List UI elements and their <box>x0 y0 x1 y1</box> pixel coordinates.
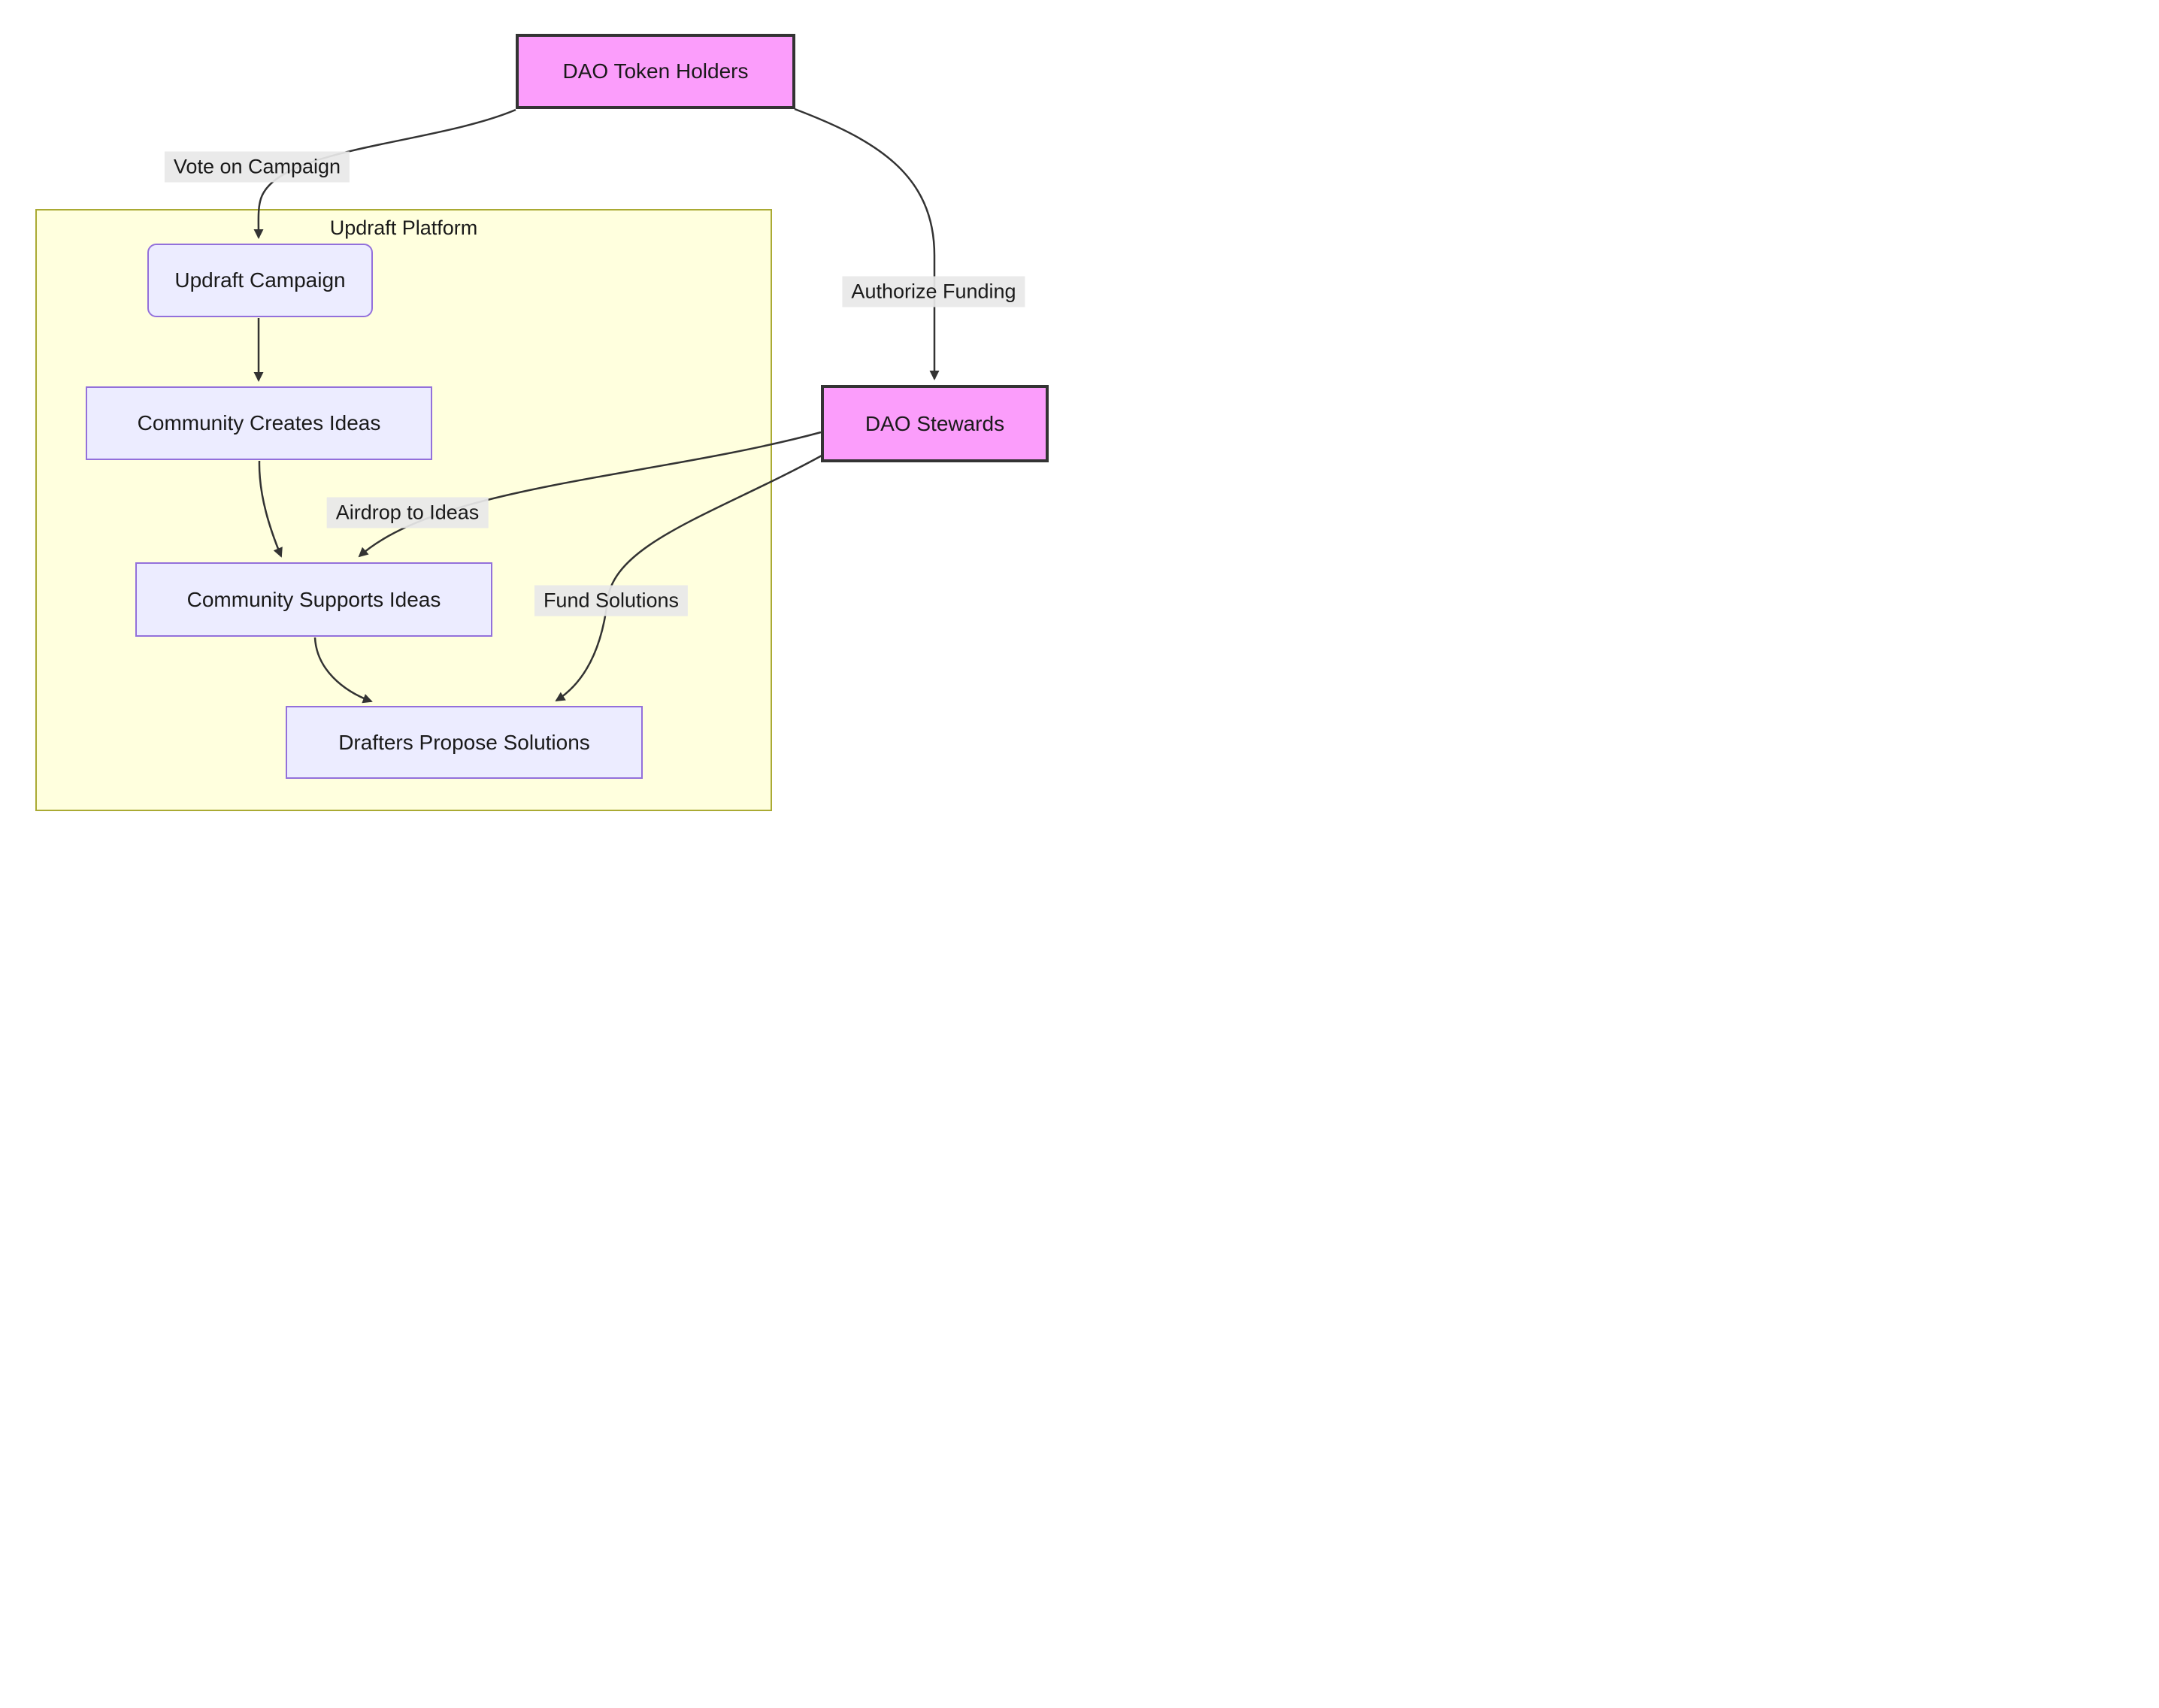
node-label: Drafters Propose Solutions <box>338 730 590 754</box>
edge-label-vote-on-campaign: Vote on Campaign <box>164 151 350 183</box>
node-label: Updraft Campaign <box>174 268 346 292</box>
node-drafters-propose-solutions: Drafters Propose Solutions <box>286 706 643 779</box>
node-community-supports-ideas: Community Supports Ideas <box>135 562 492 637</box>
node-community-creates-ideas: Community Creates Ideas <box>86 386 432 460</box>
node-dao-token-holders: DAO Token Holders <box>516 34 795 109</box>
subgraph-title: Updraft Platform <box>329 217 478 239</box>
node-updraft-campaign: Updraft Campaign <box>147 244 373 317</box>
edge-label-fund-solutions: Fund Solutions <box>534 585 689 616</box>
node-label: Community Supports Ideas <box>186 587 441 611</box>
node-label: DAO Stewards <box>865 411 1005 435</box>
node-label: DAO Token Holders <box>562 59 749 83</box>
node-label: Community Creates Ideas <box>137 411 381 435</box>
flowchart-canvas: Updraft Platform DAO Token Holders Updra… <box>0 0 1080 854</box>
edge-label-authorize-funding: Authorize Funding <box>842 276 1025 307</box>
edge-label-airdrop-to-ideas: Airdrop to Ideas <box>326 497 489 528</box>
node-dao-stewards: DAO Stewards <box>821 385 1049 462</box>
edge-authorize-funding <box>794 108 940 380</box>
